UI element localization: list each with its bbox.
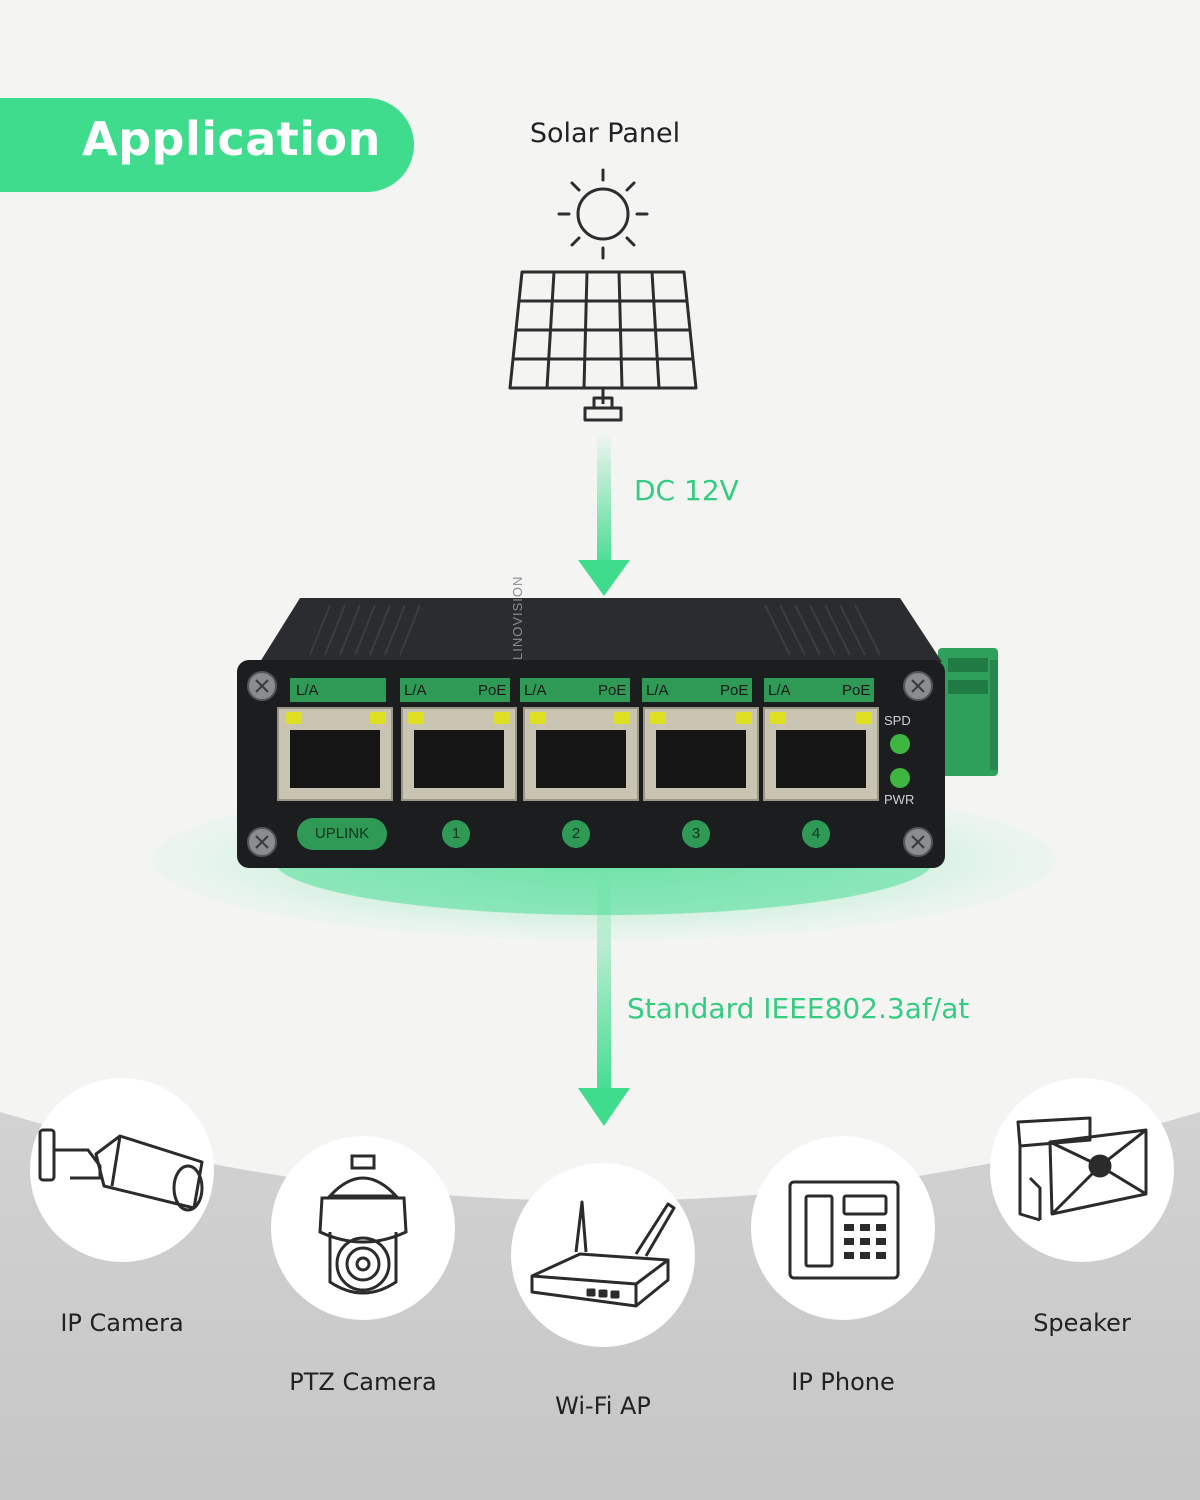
dc-arrow-icon bbox=[578, 432, 630, 596]
application-title: Application bbox=[82, 112, 381, 166]
application-badge: Application bbox=[0, 98, 414, 192]
ip-phone-circle bbox=[751, 1136, 935, 1320]
ip-phone-label: IP Phone bbox=[791, 1368, 895, 1396]
ip-camera-icon bbox=[38, 1128, 204, 1212]
ptz-camera-circle bbox=[271, 1136, 455, 1320]
phone-icon bbox=[788, 1180, 900, 1280]
port3-la-label: L/A bbox=[646, 682, 669, 699]
uplink-port-label: UPLINK bbox=[314, 825, 370, 842]
sun-icon bbox=[557, 168, 649, 260]
port-number-1: 1 bbox=[451, 825, 461, 842]
uplink-la-label: L/A bbox=[296, 682, 319, 699]
speaker-label: Speaker bbox=[1033, 1309, 1131, 1337]
port1-poe-label: PoE bbox=[478, 682, 507, 699]
ptz-camera-label: PTZ Camera bbox=[289, 1368, 437, 1396]
terminal-block bbox=[938, 648, 998, 776]
port-number-3: 3 bbox=[691, 825, 701, 842]
port2-poe-label: PoE bbox=[598, 682, 627, 699]
port3-poe-label: PoE bbox=[720, 682, 749, 699]
solar-panel-label: Solar Panel bbox=[529, 118, 681, 149]
poe-switch bbox=[237, 598, 945, 868]
port-number-2: 2 bbox=[571, 825, 581, 842]
port4-la-label: L/A bbox=[768, 682, 791, 699]
ptz-camera-icon bbox=[318, 1154, 408, 1295]
ip-camera-label: IP Camera bbox=[60, 1309, 184, 1337]
ip-camera-circle bbox=[30, 1078, 214, 1262]
wifi-ap-label: Wi-Fi AP bbox=[555, 1392, 651, 1420]
speaker-circle bbox=[990, 1078, 1174, 1262]
rj45-ports bbox=[277, 707, 879, 801]
port-number-4: 4 bbox=[811, 825, 821, 842]
solar-panel-icon bbox=[508, 270, 698, 422]
poe-arrow-icon bbox=[578, 868, 630, 1126]
port1-la-label: L/A bbox=[404, 682, 427, 699]
speaker-icon bbox=[1016, 1116, 1148, 1222]
port2-la-label: L/A bbox=[524, 682, 547, 699]
ieee-standard-label: Standard IEEE802.3af/at bbox=[627, 992, 970, 1025]
spd-led-label: SPD bbox=[884, 713, 911, 728]
brand-label: LINOVISION bbox=[510, 575, 525, 660]
port4-poe-label: PoE bbox=[842, 682, 871, 699]
router-icon bbox=[530, 1200, 676, 1308]
dc-12v-label: DC 12V bbox=[634, 474, 739, 507]
pwr-led-label: PWR bbox=[884, 792, 915, 807]
